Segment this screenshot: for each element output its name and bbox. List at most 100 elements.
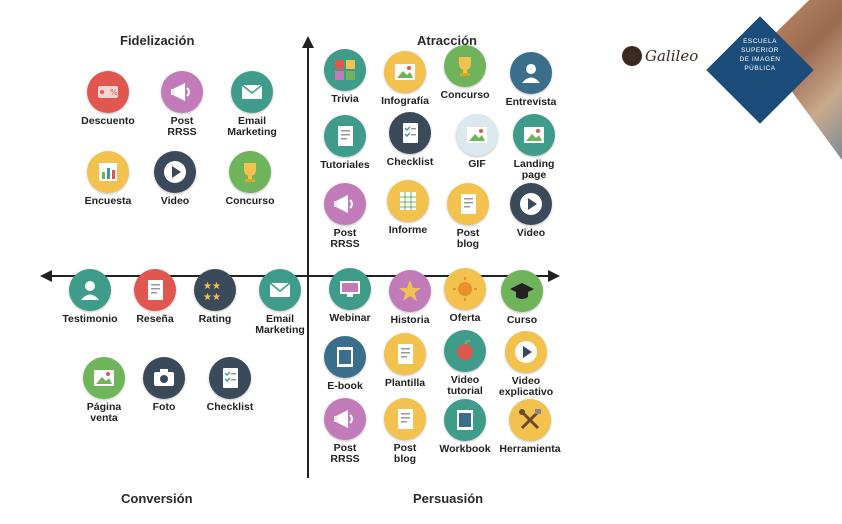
content-item: Checklist	[190, 357, 270, 413]
icon-circle	[143, 357, 185, 399]
item-label: Concurso	[225, 195, 275, 207]
galileo-mark-icon	[622, 46, 642, 66]
icon-circle: ★★★★	[194, 269, 236, 311]
icon-circle	[324, 49, 366, 91]
icon-circle	[87, 151, 129, 193]
svg-text:★★: ★★	[203, 281, 221, 292]
icon-circle	[69, 269, 111, 311]
content-item: Trivia	[305, 49, 385, 105]
megaphone-icon	[171, 83, 190, 101]
item-label: Post blog	[393, 442, 417, 465]
document-icon	[398, 344, 413, 364]
content-item: Infografía	[365, 51, 445, 107]
svg-text:%: %	[110, 88, 118, 97]
item-label: Post RRSS	[167, 115, 197, 138]
content-item: Concurso	[425, 45, 505, 101]
content-item: Informe	[368, 180, 448, 236]
megaphone-icon	[334, 195, 353, 213]
icon-circle	[444, 268, 486, 310]
person-icon	[522, 64, 540, 83]
graduation-cap-icon	[510, 283, 534, 299]
item-label: Concurso	[440, 89, 490, 101]
icon-circle	[259, 269, 301, 311]
content-item: GIF	[437, 114, 517, 170]
icon-circle	[444, 45, 486, 87]
content-item: Oferta	[425, 268, 505, 324]
item-label: GIF	[468, 158, 486, 170]
icon-circle	[444, 330, 486, 372]
image-icon	[467, 127, 487, 143]
icon-circle	[501, 270, 543, 312]
galileo-name: Galileo	[645, 47, 699, 65]
content-item: Historia	[370, 270, 450, 326]
checklist-icon	[403, 123, 418, 143]
content-item: Concurso	[210, 151, 290, 207]
item-label: Post blog	[456, 227, 480, 250]
horizontal-axis-left-arrow-icon	[40, 270, 52, 282]
item-label: Encuesta	[84, 195, 132, 207]
trophy-icon	[459, 57, 471, 76]
apple-icon	[457, 339, 473, 360]
megaphone-icon	[334, 410, 353, 428]
content-item: Email Marketing	[240, 269, 320, 336]
item-label: Email Marketing	[255, 313, 305, 336]
item-label: Descuento	[81, 115, 135, 127]
item-label: Foto	[152, 401, 176, 413]
vertical-axis-arrow-icon	[302, 36, 314, 48]
icon-circle: %	[87, 71, 129, 113]
item-label: Entrevista	[505, 96, 557, 108]
stars-icon: ★★★★	[203, 281, 221, 303]
icon-circle	[510, 52, 552, 94]
quadrant-title-persuasion: Persuasión	[413, 491, 484, 506]
item-label: Historia	[390, 314, 430, 326]
content-item: Video tutorial	[425, 330, 505, 397]
content-item: Video explicativo	[486, 331, 566, 398]
play-icon	[520, 193, 542, 215]
icon-circle	[387, 180, 429, 222]
item-label: Trivia	[331, 93, 359, 105]
item-label: Webinar	[329, 312, 371, 324]
content-item: Página venta	[64, 357, 144, 424]
trophy-icon	[244, 163, 256, 182]
monitor-icon	[340, 281, 360, 297]
icon-circle	[324, 398, 366, 440]
document-icon	[148, 280, 163, 300]
item-label: Workbook	[439, 443, 491, 455]
play-icon	[164, 161, 186, 183]
icon-circle	[444, 399, 486, 441]
item-label: Post RRSS	[330, 442, 360, 465]
icon-circle	[384, 398, 426, 440]
item-label: Testimonio	[62, 313, 118, 325]
icon-circle	[513, 114, 555, 156]
item-label: Página venta	[86, 401, 122, 424]
content-item: Foto	[124, 357, 204, 413]
quadrant-title-fidelizacion: Fidelización	[120, 33, 195, 48]
quadrant-title-atraccion: Atracción	[417, 33, 477, 48]
icon-circle	[329, 268, 371, 310]
person-icon	[81, 281, 99, 300]
icon-circle	[209, 357, 251, 399]
content-item: Reseña	[115, 269, 195, 325]
quadrant-title-conversion: Conversión	[121, 491, 193, 506]
bar-chart-icon	[99, 163, 117, 181]
item-label: Video	[160, 195, 190, 207]
content-item: Video	[135, 151, 215, 207]
content-item: Encuesta	[68, 151, 148, 207]
content-item: ★★★★ Rating	[175, 269, 255, 325]
item-label: Checklist	[386, 156, 434, 168]
content-item: E-book	[305, 336, 385, 392]
content-item: Herramienta	[490, 399, 570, 455]
content-item: Workbook	[425, 399, 505, 455]
item-label: Rating	[198, 313, 232, 325]
item-label: Email Marketing	[227, 115, 277, 138]
image-icon	[524, 127, 544, 143]
camera-icon	[154, 369, 174, 386]
item-label: E-book	[327, 380, 363, 392]
svg-text:★★: ★★	[203, 292, 221, 303]
icon-circle	[505, 331, 547, 373]
item-label: Post RRSS	[330, 227, 360, 250]
envelope-icon	[241, 84, 263, 99]
content-item: % Descuento	[68, 71, 148, 127]
icon-circle	[389, 112, 431, 154]
star-burst-icon	[399, 280, 421, 301]
